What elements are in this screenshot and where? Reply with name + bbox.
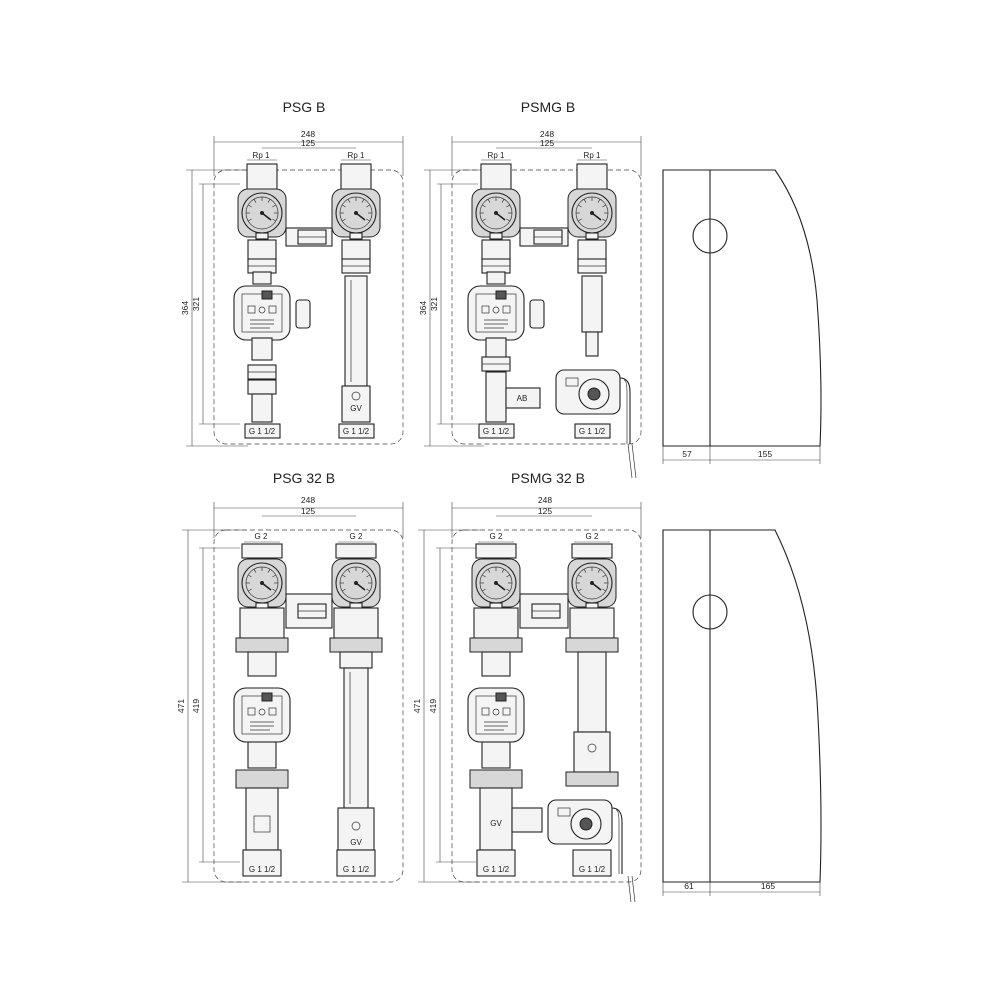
panel-psg-32-b: PSG 32 B 248 125 G 2 G 2 471 419 G 1 1/2 bbox=[176, 470, 404, 883]
dim-conn-top-right: G 2 bbox=[350, 532, 363, 541]
dim-inner-height: 321 bbox=[191, 297, 201, 311]
dim-conn-bottom-right: G 1 1/2 bbox=[579, 865, 606, 874]
valve-mark-gv: GV bbox=[490, 819, 502, 828]
dim-center-width: 125 bbox=[540, 138, 554, 148]
dim-conn-bottom-left: G 1 1/2 bbox=[483, 427, 510, 436]
panel-title: PSG B bbox=[283, 99, 326, 115]
dim-conn-bottom-left: G 1 1/2 bbox=[249, 427, 276, 436]
dim-total-height: 471 bbox=[412, 699, 422, 713]
dim-center-width: 125 bbox=[301, 138, 315, 148]
valve-mark-ab: AB bbox=[517, 394, 528, 403]
valve-mark-gv: GV bbox=[350, 838, 362, 847]
panel-psg-b: PSG B 248 125 Rp 1 Rp 1 364 321 bbox=[180, 99, 404, 447]
dim-conn-bottom-left: G 1 1/2 bbox=[483, 865, 510, 874]
panel-title: PSG 32 B bbox=[273, 470, 335, 486]
dim-conn-bottom-right: G 1 1/2 bbox=[343, 865, 370, 874]
dim-conn-bottom-left: G 1 1/2 bbox=[249, 865, 276, 874]
panel-title: PSMG B bbox=[521, 99, 575, 115]
dim-conn-top-left: G 2 bbox=[490, 532, 503, 541]
dim-total-width: 248 bbox=[538, 495, 552, 505]
dim-depth-back: 165 bbox=[761, 881, 775, 891]
dim-center-width: 125 bbox=[538, 506, 552, 516]
dim-conn-top-left: Rp 1 bbox=[253, 151, 270, 160]
dim-inner-height: 419 bbox=[191, 699, 201, 713]
panel-title: PSMG 32 B bbox=[511, 470, 585, 486]
dim-conn-top-right: G 2 bbox=[586, 532, 599, 541]
insulation-shell-top: 57 155 bbox=[662, 169, 822, 464]
dim-depth-front: 57 bbox=[682, 449, 692, 459]
dim-conn-top-left: Rp 1 bbox=[488, 151, 505, 160]
dim-total-height: 364 bbox=[180, 301, 190, 315]
dim-depth-front: 61 bbox=[684, 881, 694, 891]
dim-conn-top-right: Rp 1 bbox=[348, 151, 365, 160]
dim-conn-top-left: G 2 bbox=[255, 532, 268, 541]
dim-inner-height: 419 bbox=[428, 699, 438, 713]
dim-depth-back: 155 bbox=[758, 449, 772, 459]
dim-total-width: 248 bbox=[301, 495, 315, 505]
dim-conn-bottom-right: G 1 1/2 bbox=[579, 427, 606, 436]
panel-psmg-b: PSMG B 248 125 Rp 1 Rp 1 364 321 AB G bbox=[418, 99, 642, 479]
dim-inner-height: 321 bbox=[429, 297, 439, 311]
dim-conn-bottom-right: G 1 1/2 bbox=[343, 427, 370, 436]
dim-center-width: 125 bbox=[301, 506, 315, 516]
dim-total-height: 471 bbox=[176, 699, 186, 713]
dim-total-height: 364 bbox=[418, 301, 428, 315]
dim-conn-top-right: Rp 1 bbox=[584, 151, 601, 160]
valve-mark-gv: GV bbox=[350, 404, 362, 413]
dim-total-width: 248 bbox=[540, 129, 554, 139]
dim-total-width: 248 bbox=[301, 129, 315, 139]
panel-psmg-32-b: PSMG 32 B 248 125 G 2 G 2 471 419 GV G 1… bbox=[412, 470, 642, 903]
insulation-shell-bottom: 61 165 bbox=[662, 529, 822, 896]
